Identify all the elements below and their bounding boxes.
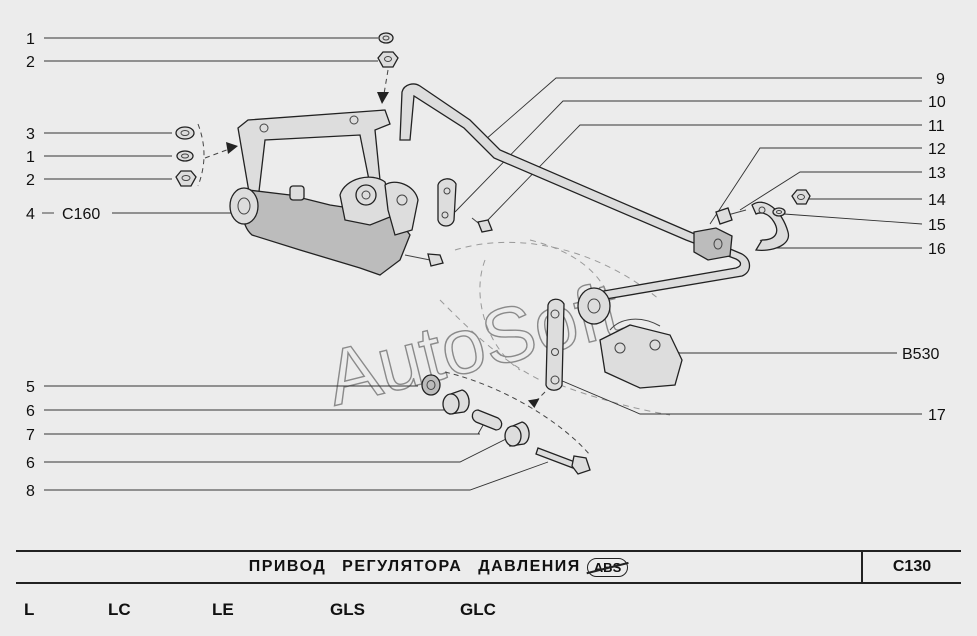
callout-label: 4 [26,206,35,223]
torsion-rod-9 [399,83,751,301]
trim-level-label: LC [108,600,131,619]
callout-label: 10 [928,94,946,111]
callout-label: 1 [26,31,35,48]
bolt-11 [471,217,493,233]
background-contours [439,239,671,416]
bolt-8 [535,447,591,475]
callout-label: 8 [26,483,35,500]
washer-3 [175,126,195,140]
clamp-block-12 [693,227,733,261]
bolt-13 [715,207,747,225]
sleeve-7 [471,409,503,431]
rear-axle-b530 [577,287,683,389]
nut-2-top [377,51,399,68]
nut-14 [791,189,811,205]
trim-level-label: GLS [330,600,365,619]
callout-label: 3 [26,126,35,143]
watermark-text: AutoSoft [317,264,629,422]
left-callout-labels: 1 2 3 1 2 4 C160 5 6 7 6 8 [26,31,100,500]
callout-label: 12 [928,141,946,158]
page-code: C130 [892,558,932,575]
nut-2-left [175,170,197,187]
right-leaders [454,77,923,415]
page-title: ПРИВОД РЕГУЛЯТОРА ДАВЛЕНИЯ ABS [16,552,861,582]
bushing-6-upper [442,389,470,415]
callout-label: 2 [26,172,35,189]
callout-label: 5 [26,379,35,396]
callout-label: 6 [26,455,35,472]
washer-1-left [176,150,194,162]
trim-level-label: GLC [460,600,496,619]
callout-ref-label: C160 [62,206,100,223]
callout-label: 7 [26,427,35,444]
footer-divider [861,552,863,582]
link-plate-10 [437,178,457,227]
callout-label: 11 [928,118,945,135]
arrow-down-icon [377,92,389,104]
footer-title-bar: ПРИВОД РЕГУЛЯТОРА ДАВЛЕНИЯ ABS C130 [16,550,961,584]
arrow-right-icon [226,142,238,154]
pressure-regulator [229,176,419,276]
page-title-text: ПРИВОД РЕГУЛЯТОРА ДАВЛЕНИЯ [248,558,581,575]
washer-15 [772,207,786,217]
regulator-bolt [404,253,444,267]
callout-label: 17 [928,407,946,424]
bushing-6-lower [504,421,530,447]
callout-ref-label: B530 [902,346,939,363]
callout-label: 2 [26,54,35,71]
callout-label: 16 [928,241,946,258]
link-17 [545,298,565,391]
callout-label: 13 [928,165,946,182]
trim-level-label: L [24,600,35,619]
left-leaders [44,37,549,491]
callout-label: 9 [936,71,945,88]
arrow-up-icon [527,398,540,409]
callout-label: 15 [928,217,946,234]
callout-label: 1 [26,149,35,166]
abs-crossed-badge: ABS [586,557,629,577]
callout-label: 14 [928,192,946,209]
trim-level-label: LE [212,600,234,619]
right-callout-labels: 9 10 11 12 13 14 15 16 B530 17 [902,71,946,424]
bushing-5 [421,374,441,396]
washer-1-top [378,32,394,44]
callout-label: 6 [26,403,35,420]
